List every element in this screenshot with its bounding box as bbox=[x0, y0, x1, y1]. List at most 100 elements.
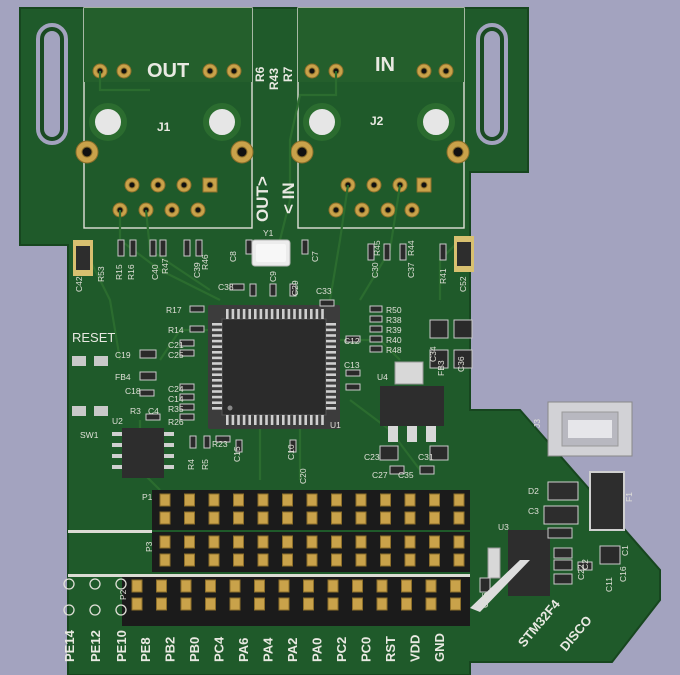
diode-d2 bbox=[547, 481, 579, 501]
smd-component bbox=[369, 335, 383, 343]
header-pin bbox=[233, 553, 244, 567]
header-pin bbox=[306, 535, 318, 549]
ref-label-c35: C35 bbox=[398, 470, 414, 480]
label-r6: R6 bbox=[253, 66, 267, 82]
ref-label-r17: R17 bbox=[166, 305, 182, 315]
ref-label-c25: C25 bbox=[168, 350, 184, 360]
label-u4: U4 bbox=[377, 372, 388, 382]
smd-component bbox=[577, 561, 593, 571]
label-r43: R43 bbox=[267, 68, 281, 90]
header-pin bbox=[233, 511, 244, 525]
header-pin bbox=[208, 535, 220, 549]
header-pin bbox=[352, 579, 363, 593]
header-pin bbox=[229, 597, 241, 611]
smd-component bbox=[345, 335, 361, 343]
header-pin bbox=[453, 535, 465, 549]
pin-label-pa6: PA6 bbox=[236, 638, 251, 662]
label-u1: U1 bbox=[330, 420, 341, 430]
header-pin bbox=[327, 579, 339, 593]
header-pin bbox=[229, 579, 241, 593]
smd-component bbox=[429, 349, 449, 369]
ref-label-r50: R50 bbox=[386, 305, 402, 315]
smd-passives bbox=[117, 239, 621, 593]
pin-label-vdd: VDD bbox=[408, 635, 423, 662]
ref-label-c40: C40 bbox=[150, 264, 160, 280]
smd-component bbox=[129, 239, 137, 257]
label-sw1: SW1 bbox=[80, 430, 99, 440]
cap-c42 bbox=[73, 240, 93, 276]
pin-label-pe12: PE12 bbox=[88, 630, 103, 662]
ref-label-c12: C12 bbox=[344, 336, 360, 346]
header-pin bbox=[352, 597, 363, 611]
fuse-f1 bbox=[589, 471, 625, 531]
smd-component bbox=[117, 239, 125, 257]
ref-label-c2: C2 bbox=[580, 559, 590, 570]
hatch-area bbox=[470, 560, 530, 612]
header-pin bbox=[355, 535, 367, 549]
smd-component bbox=[453, 319, 473, 339]
smd-component bbox=[139, 371, 157, 381]
ref-label-r15: R15 bbox=[114, 264, 124, 280]
label-p2: P2 bbox=[118, 589, 128, 600]
header-pin bbox=[257, 511, 269, 525]
smd-component bbox=[139, 349, 157, 359]
header-pin bbox=[450, 597, 461, 611]
ref-label-r39: R39 bbox=[386, 325, 402, 335]
header-pin bbox=[254, 579, 265, 593]
label-u2: U2 bbox=[112, 416, 123, 426]
ref-label-c8: C8 bbox=[228, 251, 238, 262]
header-pin bbox=[380, 493, 391, 507]
header-pin bbox=[331, 493, 342, 507]
label-out-arrow: OUT> bbox=[253, 176, 272, 222]
ref-label-c16: C16 bbox=[618, 566, 628, 582]
header-pin bbox=[429, 511, 440, 525]
pin-label-pa0: PA0 bbox=[310, 638, 325, 662]
header-pin bbox=[380, 535, 391, 549]
pin-label-pb0: PB0 bbox=[187, 637, 202, 662]
chip-u2 bbox=[112, 428, 174, 478]
header-pin bbox=[282, 553, 293, 567]
ref-label-c11: C11 bbox=[604, 577, 614, 592]
header-pin bbox=[355, 511, 367, 525]
pin-label-pc4: PC4 bbox=[212, 636, 227, 662]
pin-label-pa4: PA4 bbox=[261, 637, 276, 662]
ref-label-c52: C52 bbox=[458, 276, 468, 292]
header-pin bbox=[131, 597, 143, 611]
header-pin bbox=[159, 511, 171, 525]
smd-component bbox=[369, 305, 383, 313]
ref-label-c3: C3 bbox=[528, 506, 539, 516]
ref-label-r48: R48 bbox=[386, 345, 402, 355]
header-pin bbox=[282, 493, 293, 507]
pin-label-rst: RST bbox=[383, 636, 398, 662]
smd-component bbox=[599, 545, 621, 565]
smd-component bbox=[179, 403, 195, 411]
gold-pads bbox=[75, 140, 470, 164]
smd-component bbox=[479, 577, 491, 593]
header-pin bbox=[327, 597, 339, 611]
header-pin bbox=[453, 493, 465, 507]
ref-label-c34: C34 bbox=[428, 346, 438, 362]
header-pin bbox=[303, 597, 314, 611]
label-u3: U3 bbox=[498, 522, 509, 532]
smd-component bbox=[179, 413, 195, 421]
smd-component bbox=[453, 349, 473, 369]
label-r7: R7 bbox=[281, 66, 295, 82]
silk-line-bottom bbox=[68, 574, 470, 577]
pin-label-gnd: GND bbox=[432, 633, 447, 662]
header-pin bbox=[131, 579, 143, 593]
ref-label-c21: C21 bbox=[168, 340, 184, 350]
header-pin bbox=[404, 511, 416, 525]
header-pin bbox=[184, 511, 195, 525]
smd-component bbox=[179, 383, 195, 391]
pin-label-pc2: PC2 bbox=[334, 637, 349, 662]
j2-hole-left bbox=[303, 103, 341, 141]
ref-label-c10: C10 bbox=[286, 444, 296, 460]
smd-component bbox=[369, 345, 383, 353]
smd-component bbox=[203, 435, 211, 449]
header-pin bbox=[159, 553, 171, 567]
smd-component bbox=[215, 435, 231, 443]
smd-component bbox=[149, 239, 157, 257]
j1-hole-left bbox=[89, 103, 127, 141]
smd-component bbox=[553, 547, 573, 559]
